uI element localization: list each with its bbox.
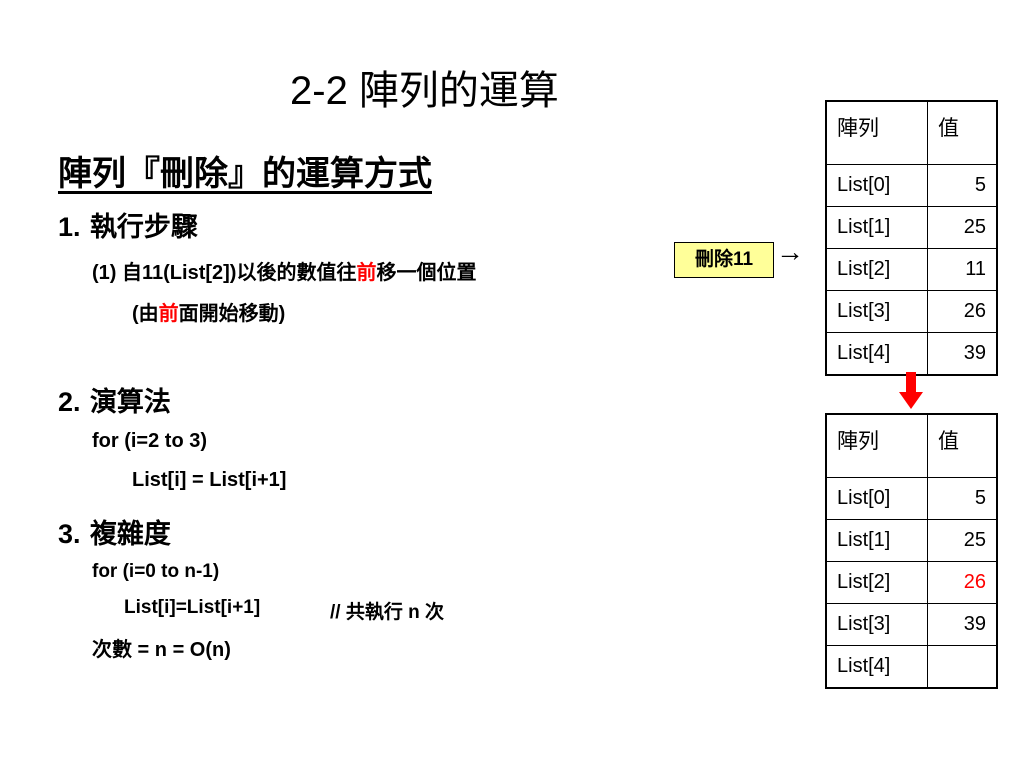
section3-number: 3.	[58, 519, 81, 549]
cell-index: List[0]	[825, 477, 928, 520]
cell-value: 11	[927, 248, 998, 291]
step-suffix: 移一個位置	[376, 262, 477, 284]
table-row: List[2] 11	[825, 248, 998, 291]
table-row: List[4] 39	[825, 332, 998, 376]
array-table-after: 陣列 值 List[0] 5 List[1] 25 List[2] 26 Lis…	[825, 413, 998, 689]
algo-line-1: for (i=2 to 3)	[92, 430, 208, 452]
cell-index: List[3]	[825, 290, 928, 333]
section1-title: 1. 執行步驟	[58, 205, 198, 244]
complexity-comment: // 共執行 n 次	[330, 602, 445, 623]
section2-label: 演算法	[89, 387, 171, 418]
cell-value: 26	[927, 290, 998, 333]
cell-index: List[2]	[825, 561, 928, 604]
section-heading: 陣列『刪除』的運算方式	[58, 154, 432, 194]
table-row: List[3] 39	[825, 603, 998, 646]
array-table-before: 陣列 值 List[0] 5 List[1] 25 List[2] 11 Lis…	[825, 100, 998, 376]
table-row: List[1] 25	[825, 206, 998, 249]
header-array: 陣列	[825, 413, 928, 478]
section1-substep: (由前面開始移動)	[132, 297, 285, 326]
cell-index: List[4]	[825, 332, 928, 376]
complexity-line-1: for (i=0 to n-1)	[92, 561, 220, 582]
cell-index: List[1]	[825, 206, 928, 249]
section2-number: 2.	[58, 387, 81, 417]
section2-title: 2. 演算法	[58, 380, 171, 419]
cell-value: 25	[927, 206, 998, 249]
cell-index: List[3]	[825, 603, 928, 646]
section1-step: (1) 自11(List[2])以後的數值往前移一個位置	[92, 256, 476, 285]
table-header-row: 陣列 值	[825, 413, 998, 478]
table-row: List[0] 5	[825, 164, 998, 207]
slide-title: 2-2 陣列的運算	[290, 69, 559, 113]
table-row: List[1] 25	[825, 519, 998, 562]
delete-tag: 刪除11	[674, 242, 774, 278]
cell-index: List[1]	[825, 519, 928, 562]
table-header-row: 陣列 值	[825, 100, 998, 165]
cell-value: 25	[927, 519, 998, 562]
section1-label: 執行步驟	[89, 212, 198, 243]
table-row: List[2] 26	[825, 561, 998, 604]
arrow-down-icon	[899, 372, 923, 409]
cell-value-highlight: 26	[927, 561, 998, 604]
substep-open: (由	[132, 303, 159, 325]
cell-index: List[0]	[825, 164, 928, 207]
cell-value: 5	[927, 164, 998, 207]
section1-number: 1.	[58, 212, 81, 242]
cell-value: 39	[927, 603, 998, 646]
cell-index: List[4]	[825, 645, 928, 689]
header-array: 陣列	[825, 100, 928, 165]
cell-value	[927, 645, 998, 689]
section3-title: 3. 複雜度	[58, 512, 171, 551]
table-row: List[4]	[825, 645, 998, 689]
section3-label: 複雜度	[89, 519, 171, 550]
step-prefix: (1) 自11(List[2])以後的數值往	[92, 262, 357, 284]
cell-value: 5	[927, 477, 998, 520]
algo-line-2: List[i] = List[i+1]	[132, 469, 287, 491]
cell-index: List[2]	[825, 248, 928, 291]
cell-value: 39	[927, 332, 998, 376]
complexity-line-2: List[i]=List[i+1]	[124, 597, 261, 618]
step-highlight: 前	[356, 262, 377, 284]
header-value: 值	[927, 100, 998, 165]
substep-close: 面開始移動)	[178, 303, 286, 325]
substep-highlight: 前	[158, 303, 179, 325]
arrow-right-icon: →	[776, 236, 804, 267]
table-row: List[3] 26	[825, 290, 998, 333]
table-row: List[0] 5	[825, 477, 998, 520]
header-value: 值	[927, 413, 998, 478]
complexity-result: 次數 = n = O(n)	[92, 639, 231, 661]
